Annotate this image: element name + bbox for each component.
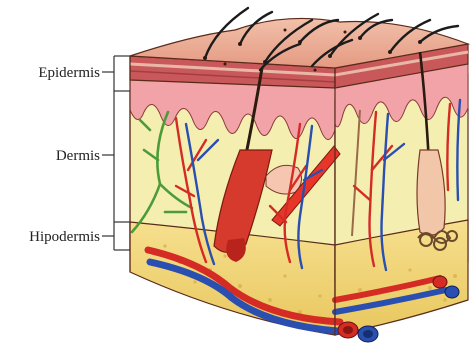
layer-bracket	[102, 56, 130, 250]
label-epidermis: Epidermis	[38, 65, 100, 81]
label-hypodermis: Hipodermis	[29, 229, 100, 245]
layer-labels: Epidermis Dermis Hipodermis	[29, 56, 130, 250]
label-dermis: Dermis	[56, 148, 100, 164]
